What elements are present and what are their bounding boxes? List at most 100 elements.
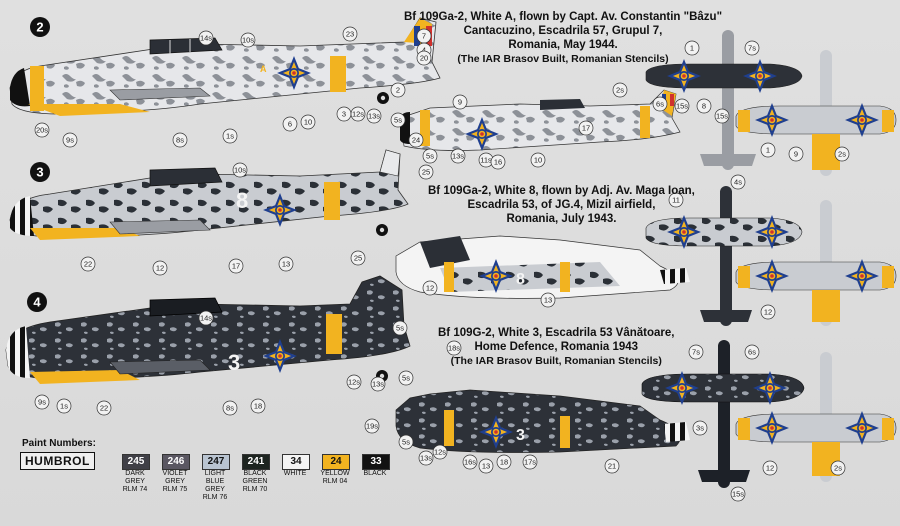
- palette-title: Paint Numbers:: [22, 438, 96, 449]
- svg-text:2s: 2s: [834, 464, 842, 473]
- svg-text:17s: 17s: [524, 458, 536, 467]
- svg-text:3: 3: [342, 110, 346, 119]
- callout-s2-12s: 12s: [350, 106, 366, 122]
- svg-text:4s: 4s: [734, 178, 742, 187]
- callout-s4-13s: 13s: [418, 450, 434, 466]
- svg-text:22: 22: [100, 404, 108, 413]
- callout-s4-16s: 16s: [462, 454, 478, 470]
- plan-3-top: [645, 186, 803, 326]
- callout-s3-11: 11: [668, 192, 684, 208]
- svg-text:7: 7: [422, 32, 426, 41]
- callout-s3-22: 22: [80, 256, 96, 272]
- paint-swatch-241: 241: [242, 454, 270, 470]
- callout-s2-11s: 11s: [478, 152, 494, 168]
- profile-3-small: 8: [395, 235, 690, 299]
- callout-s3-12: 12: [422, 280, 438, 296]
- code-2: A: [260, 64, 267, 74]
- callout-s4-21: 21: [604, 458, 620, 474]
- svg-text:10: 10: [534, 156, 542, 165]
- svg-text:17: 17: [582, 124, 590, 133]
- paint-swatch-24: 24: [322, 454, 350, 470]
- svg-text:13: 13: [482, 462, 490, 471]
- callout-s3-12: 12: [760, 304, 776, 320]
- svg-text:2s: 2s: [838, 150, 846, 159]
- svg-text:21: 21: [608, 462, 616, 471]
- profile-4-main: 3: [5, 275, 411, 384]
- svg-text:1s: 1s: [226, 132, 234, 141]
- callout-s2-1s: 1s: [222, 128, 238, 144]
- svg-text:12s: 12s: [434, 448, 446, 457]
- plan-2-top: [645, 30, 803, 170]
- callout-s2-10s: 10s: [240, 32, 256, 48]
- scheme-number-2-badge: 2: [30, 17, 50, 37]
- svg-text:6: 6: [288, 120, 292, 129]
- plan-2-bottom: [735, 50, 897, 176]
- caption-scheme-3: Bf 109Ga-2, White 8, flown by Adj. Av. M…: [428, 184, 695, 226]
- svg-text:9: 9: [794, 150, 798, 159]
- svg-text:6s: 6s: [748, 348, 756, 357]
- plan-views: [641, 30, 897, 488]
- callout-s4-7s: 7s: [688, 344, 704, 360]
- scheme-number-3: 3: [36, 165, 43, 180]
- paint-swatch-245: 245: [122, 454, 150, 470]
- svg-text:25: 25: [422, 168, 430, 177]
- caption-3-line-2: Escadrila 53, of JG.4, Mizil airfield,: [467, 199, 656, 211]
- svg-text:5s: 5s: [396, 324, 404, 333]
- svg-text:4: 4: [422, 46, 426, 55]
- caption-4-line-2: Home Defence, Romania 1943: [474, 341, 639, 353]
- callout-s3-12: 12: [152, 260, 168, 276]
- svg-text:13: 13: [544, 296, 552, 305]
- svg-text:12s: 12s: [348, 378, 360, 387]
- callout-s4-18: 18: [496, 454, 512, 470]
- svg-text:18: 18: [500, 458, 508, 467]
- svg-text:14s: 14s: [200, 314, 212, 323]
- callout-s4-9s: 9s: [34, 394, 50, 410]
- callout-s4-1s: 1s: [56, 398, 72, 414]
- plan-3-bottom: [735, 200, 897, 326]
- callout-s2-7s: 7s: [744, 40, 760, 56]
- callout-s2-23: 23: [342, 26, 358, 42]
- svg-text:9s: 9s: [38, 398, 46, 407]
- callout-s2-6: 6: [282, 116, 298, 132]
- paint-label-33: BLACK: [363, 470, 387, 477]
- callout-s4-14s: 14s: [198, 310, 214, 326]
- callout-s2-9s: 9s: [62, 132, 78, 148]
- profile-2-main: A: [9, 17, 441, 116]
- caption-2-sub: (The IAR Brasov Built, Romanian Stencils…: [457, 53, 669, 65]
- svg-text:22: 22: [84, 260, 92, 269]
- callout-s3-13: 13: [278, 256, 294, 272]
- svg-text:13s: 13s: [452, 152, 464, 161]
- caption-4-line-1: Bf 109G-2, White 3, Escadrila 53 Vânătoa…: [438, 327, 675, 339]
- callout-s2-20: 20: [416, 50, 432, 66]
- code-3-small: 8: [516, 271, 525, 288]
- svg-text:11: 11: [672, 196, 680, 205]
- callout-s2-2: 2: [390, 82, 406, 98]
- callout-s4-19s: 19s: [364, 418, 380, 434]
- svg-text:5s: 5s: [394, 116, 402, 125]
- callout-s3-25: 25: [350, 250, 366, 266]
- svg-text:15s: 15s: [676, 102, 688, 111]
- svg-text:13s: 13s: [420, 454, 432, 463]
- svg-text:9: 9: [458, 98, 462, 107]
- svg-text:24: 24: [412, 136, 420, 145]
- svg-text:5s: 5s: [426, 152, 434, 161]
- code-4-small: 3: [516, 427, 525, 444]
- svg-text:16s: 16s: [464, 458, 476, 467]
- svg-text:13: 13: [282, 260, 290, 269]
- svg-text:15s: 15s: [732, 490, 744, 499]
- callout-s4-2s: 2s: [830, 460, 846, 476]
- svg-text:20s: 20s: [36, 126, 48, 135]
- scheme-number-4-badge: 4: [27, 292, 47, 312]
- callout-s2-14s: 14s: [198, 30, 214, 46]
- svg-text:12: 12: [426, 284, 434, 293]
- callout-s2-10: 10: [530, 152, 546, 168]
- callout-s4-12s: 12s: [432, 444, 448, 460]
- callout-s2-2s: 2s: [834, 146, 850, 162]
- caption-scheme-4: Bf 109G-2, White 3, Escadrila 53 Vânătoa…: [438, 326, 675, 368]
- scheme-number-3-badge: 3: [30, 162, 50, 182]
- caption-4-sub: (The IAR Brasov Built, Romanian Stencils…: [450, 355, 662, 367]
